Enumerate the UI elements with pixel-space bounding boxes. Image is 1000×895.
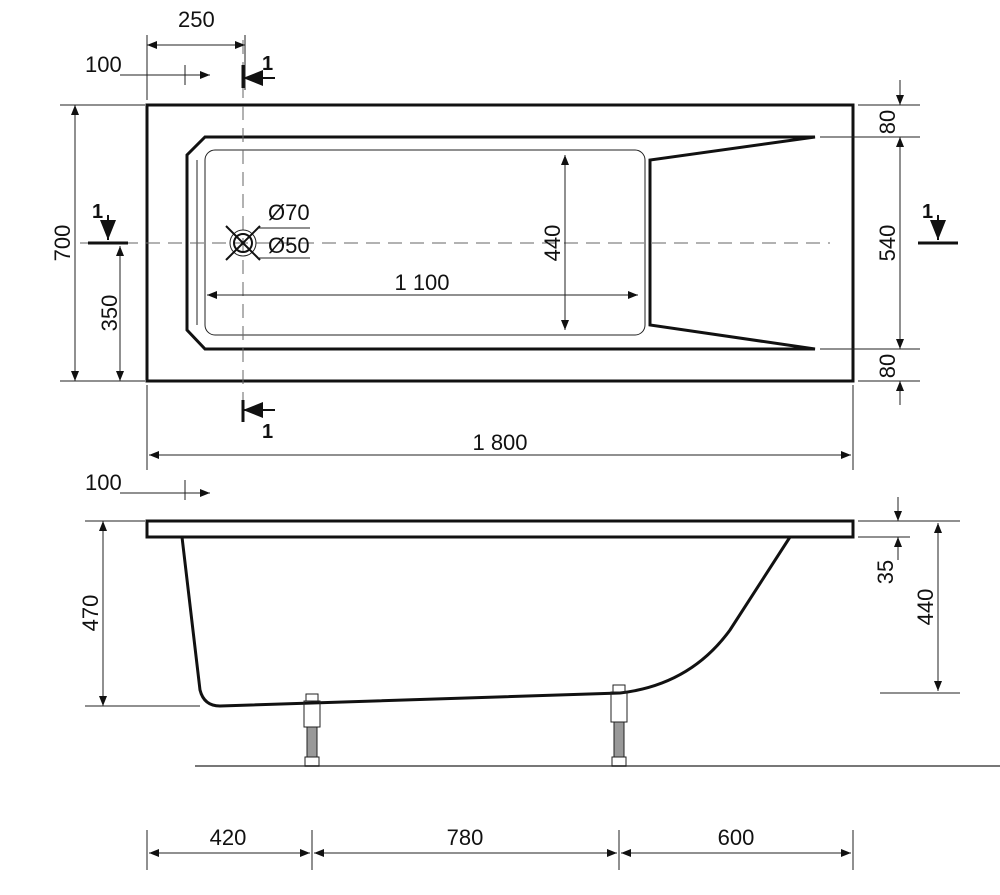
- bowl-bottom: [204, 149, 646, 336]
- leg-left: [303, 693, 321, 767]
- drain-inner-label: Ø50: [268, 233, 310, 258]
- dim-250: 250: [178, 7, 215, 32]
- leg-right: [610, 684, 628, 767]
- section-mark-top: 1: [241, 53, 275, 88]
- dim-100-top: 100: [85, 52, 122, 77]
- dim-1800: 1 800: [472, 430, 527, 455]
- dim-440-plan: 440: [540, 225, 565, 262]
- dim-700: 700: [50, 225, 75, 262]
- tub-body-side: [180, 536, 792, 708]
- dim-80-bottom: 80: [875, 354, 900, 378]
- dim-540: 540: [875, 225, 900, 262]
- dim-350: 350: [97, 295, 122, 332]
- dim-600: 600: [718, 825, 755, 850]
- dim-470: 470: [78, 595, 103, 632]
- svg-text:1: 1: [922, 201, 933, 223]
- dim-80-top: 80: [875, 110, 900, 134]
- dim-420: 420: [210, 825, 247, 850]
- side-elevation: 1 800 100 470 35 440: [78, 385, 1000, 870]
- section-mark-right: 1: [918, 201, 958, 245]
- svg-text:1: 1: [92, 201, 103, 223]
- dim-1100: 1 100: [394, 270, 449, 295]
- drain-icon: [225, 225, 310, 261]
- svg-text:1: 1: [262, 53, 273, 75]
- section-mark-bottom: 1: [241, 400, 275, 443]
- section-mark-left: 1: [88, 201, 128, 245]
- plan-view: Ø70 Ø50 250 100 1 1 1 1: [50, 7, 958, 443]
- dim-100-elev: 100: [85, 470, 122, 495]
- bowl-rim: [185, 135, 816, 351]
- dim-440-elev: 440: [913, 589, 938, 626]
- dim-35: 35: [873, 560, 898, 584]
- dim-780: 780: [447, 825, 484, 850]
- svg-text:1: 1: [262, 421, 273, 443]
- tub-rim-side: [145, 519, 855, 539]
- drain-outer-label: Ø70: [268, 200, 310, 225]
